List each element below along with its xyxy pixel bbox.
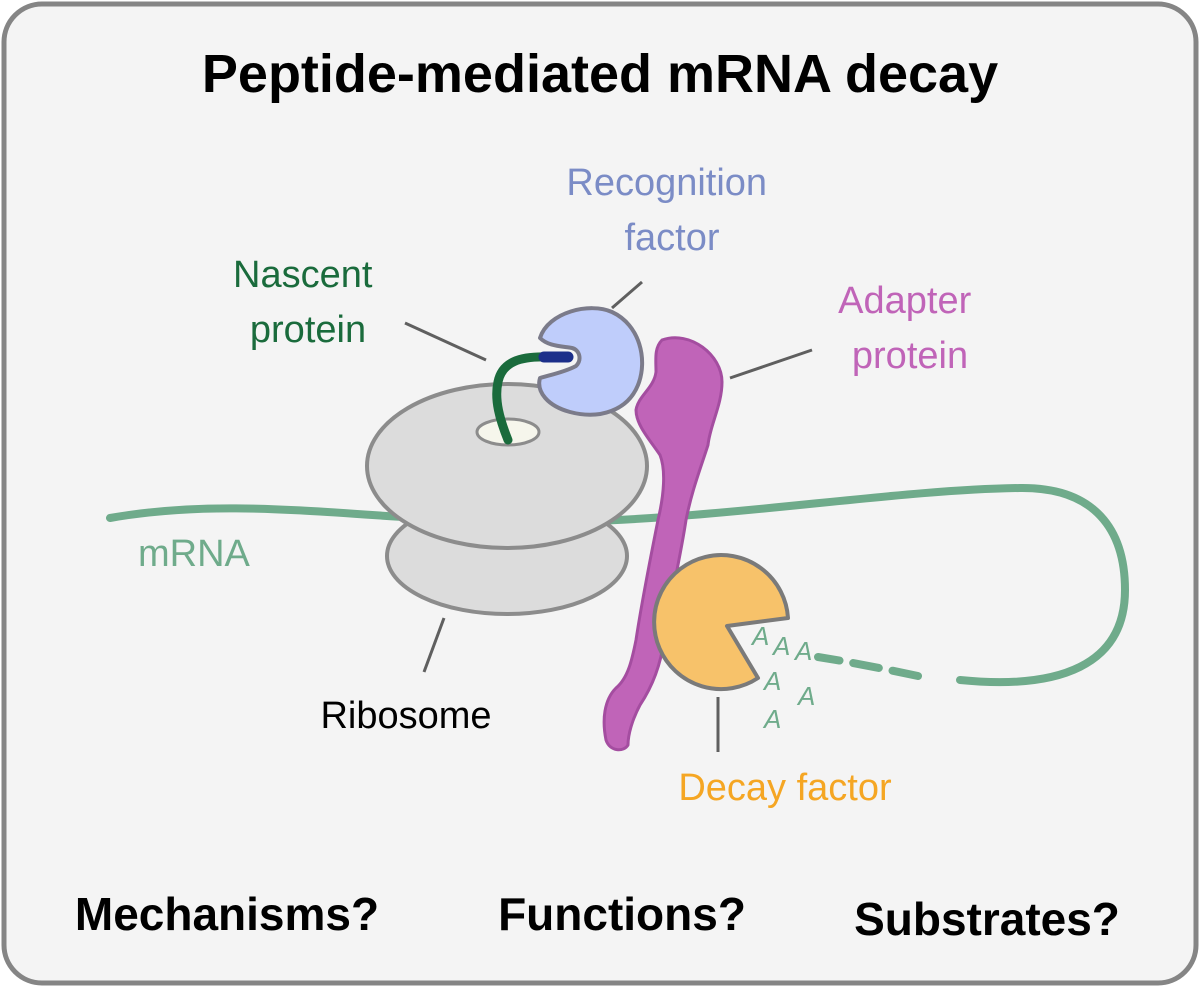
ribosome-leader-line	[422, 617, 446, 673]
poly-a-letter: A	[796, 681, 815, 711]
nascent-protein-chain	[492, 352, 553, 445]
adapter-leader-line	[729, 348, 813, 380]
poly-a-letter: A	[750, 621, 769, 651]
adapter-protein-label: Adapter protein	[838, 280, 982, 377]
recognition-factor-label: Recognition factor	[566, 162, 777, 259]
adapter-protein-shape	[602, 336, 724, 752]
diagram-title: Peptide-mediated mRNA decay	[202, 44, 998, 104]
recognition-factor-label-line1: Recognition	[566, 162, 767, 204]
question-substrates: Substrates?	[854, 893, 1120, 945]
recognition-factor-label-line2: factor	[624, 217, 719, 259]
mrna-strand	[106, 483, 1130, 687]
adapter-protein-label-line1: Adapter	[838, 280, 971, 322]
adapter-protein-label-line2: protein	[852, 335, 968, 377]
nascent-leader-line	[404, 321, 487, 362]
recognition-factor-shape	[537, 306, 645, 417]
ribosome-label: Ribosome	[320, 695, 491, 737]
question-mechanisms: Mechanisms?	[75, 888, 379, 940]
decay-factor-shape	[652, 553, 790, 692]
nascent-protein-label-line2: protein	[250, 309, 366, 351]
poly-a-letter: A	[793, 636, 812, 666]
poly-a-letter: A	[771, 631, 790, 661]
poly-a-letter: A	[762, 704, 781, 734]
ribosome-large-subunit	[365, 382, 649, 550]
recognition-leader-line	[611, 280, 643, 310]
mrna-label: mRNA	[138, 533, 251, 575]
nascent-protein-label-line1: Nascent	[233, 254, 373, 296]
nascent-protein-label: Nascent protein	[233, 254, 383, 351]
mrna-dashed-segment	[814, 653, 922, 680]
poly-a-letter: A	[762, 666, 781, 696]
question-functions: Functions?	[498, 888, 746, 940]
decay-factor-label: Decay factor	[678, 767, 892, 809]
